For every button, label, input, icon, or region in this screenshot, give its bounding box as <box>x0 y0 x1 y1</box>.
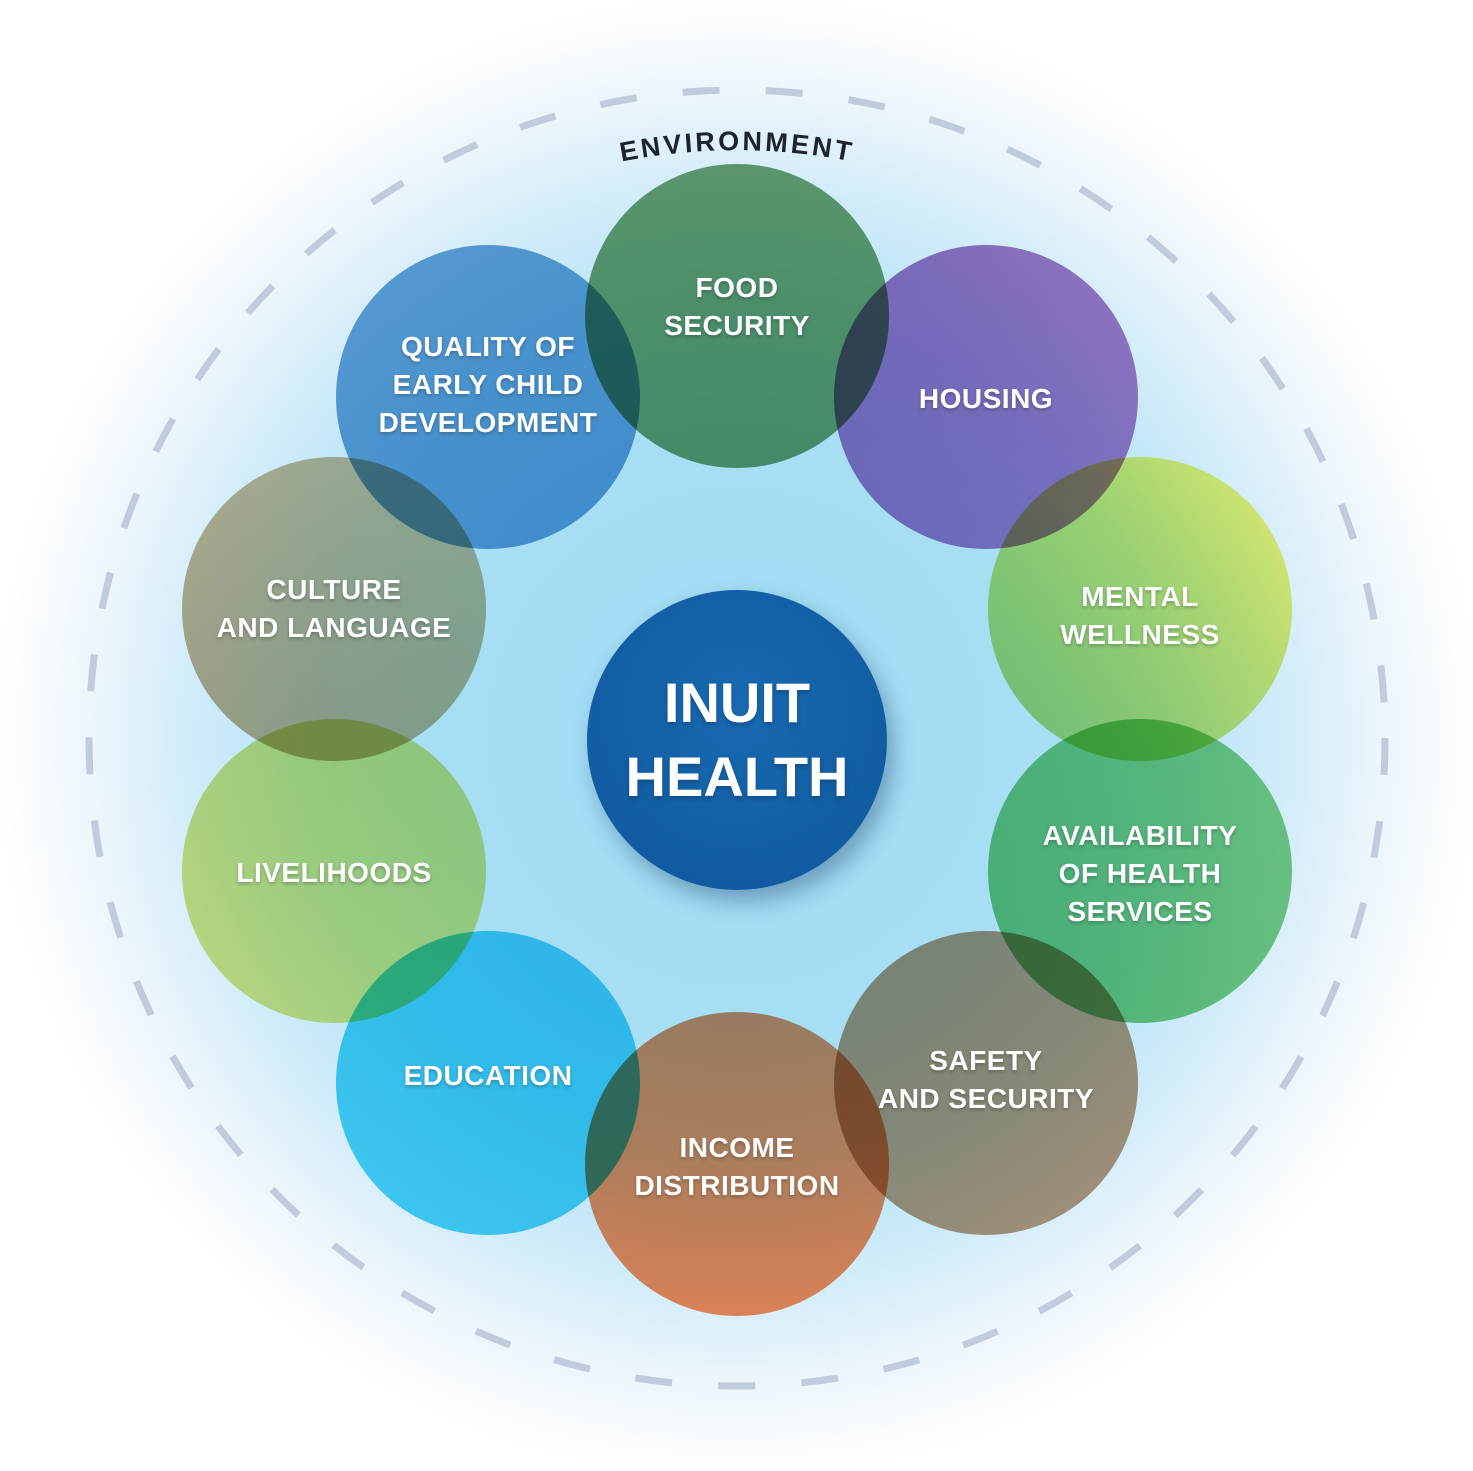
label-safety-security: SAFETY AND SECURITY <box>816 1042 1156 1118</box>
circle-livelihoods <box>182 719 486 1023</box>
label-line: SERVICES <box>1067 896 1213 927</box>
label-line: QUALITY OF <box>400 331 576 362</box>
label-line: AND LANGUAGE <box>216 612 452 643</box>
label-livelihoods: LIVELIHOODS <box>164 854 504 892</box>
label-housing: HOUSING <box>816 380 1156 418</box>
circle-inuit-health <box>587 590 887 890</box>
environment-label: ENVIRONMENT <box>617 126 857 167</box>
label-early-child-development: QUALITY OF EARLY CHILD DEVELOPMENT <box>318 328 658 442</box>
label-line: AVAILABILITY <box>1042 820 1238 851</box>
label-line: EARLY CHILD <box>392 369 584 400</box>
label-line: WELLNESS <box>1060 619 1220 650</box>
label-inuit-health: INUIT HEALTH <box>567 666 907 814</box>
label-line: SAFETY <box>929 1045 1043 1076</box>
label-mental-wellness: MENTAL WELLNESS <box>970 578 1310 654</box>
label-line: LIVELIHOODS <box>236 857 432 888</box>
label-health-services: AVAILABILITY OF HEALTH SERVICES <box>970 817 1310 931</box>
label-line: CULTURE <box>266 574 402 605</box>
label-line: EDUCATION <box>403 1060 573 1091</box>
label-line: HEALTH <box>625 745 849 808</box>
label-line: FOOD <box>695 272 779 303</box>
label-line: INCOME <box>679 1132 795 1163</box>
circle-mental-wellness <box>988 457 1292 761</box>
label-line: AND SECURITY <box>877 1083 1094 1114</box>
label-line: OF HEALTH <box>1058 858 1222 889</box>
label-education: EDUCATION <box>318 1057 658 1095</box>
label-line: INUIT <box>663 671 811 734</box>
environment-dashed-circle <box>85 86 1389 1390</box>
label-culture-language: CULTURE AND LANGUAGE <box>164 571 504 647</box>
environment-label-text: ENVIRONMENT <box>617 126 854 167</box>
label-line: DISTRIBUTION <box>634 1170 840 1201</box>
circle-early-child-development <box>336 245 640 549</box>
label-income-distribution: INCOME DISTRIBUTION <box>567 1129 907 1205</box>
label-line: MENTAL <box>1081 581 1199 612</box>
label-line: DEVELOPMENT <box>378 407 598 438</box>
label-line: HOUSING <box>918 383 1054 414</box>
label-line: SECURITY <box>664 310 810 341</box>
label-food-security: FOOD SECURITY <box>567 269 907 345</box>
